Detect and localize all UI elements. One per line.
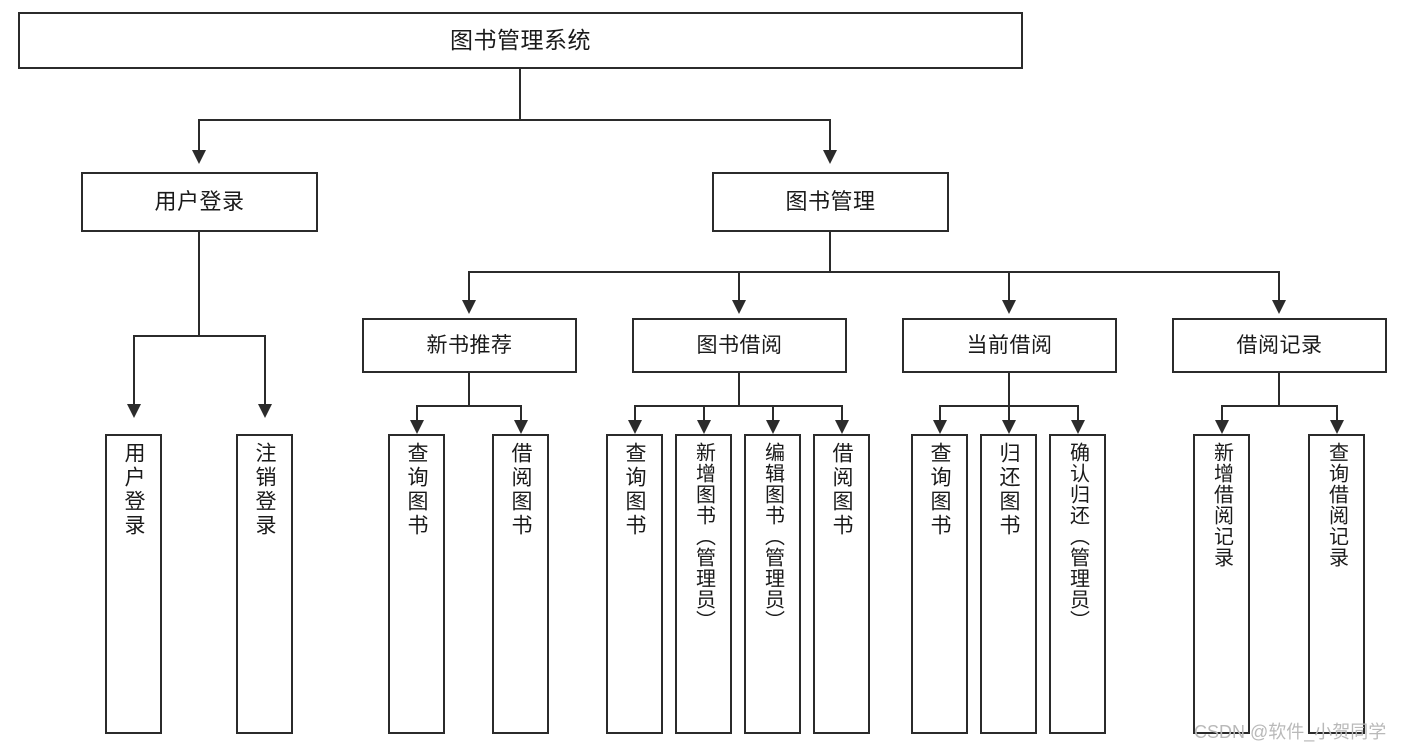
connector-user-login-stem xyxy=(198,232,200,336)
leaf-recommend-query-book[interactable]: 查询图书 xyxy=(388,434,445,734)
connector-recommend-stem xyxy=(468,373,470,406)
leaf-user-login-login[interactable]: 用户登录 xyxy=(105,434,162,734)
connector-borrow-to-leaf-1 xyxy=(634,405,636,427)
arrowhead-book-manage-l3-4 xyxy=(1272,300,1286,314)
connector-record-stem xyxy=(1278,373,1280,406)
node-label: 图书借阅 xyxy=(696,333,783,357)
node-label: 编辑图书（管理员） xyxy=(761,442,784,631)
arrowhead-record-leaf-1 xyxy=(1215,420,1229,434)
arrowhead-current-leaf-1 xyxy=(933,420,947,434)
node-label: 新书推荐 xyxy=(426,333,513,357)
arrowhead-user-login-leaf-2 xyxy=(258,404,272,418)
connector-book-manage-bus xyxy=(468,271,1280,273)
connector-book-manage-to-l3-2 xyxy=(738,271,740,303)
node-label: 借阅记录 xyxy=(1236,333,1323,357)
node-user-login[interactable]: 用户登录 xyxy=(81,172,318,232)
connector-root-to-book-manage xyxy=(829,119,831,153)
arrowhead-current-leaf-3 xyxy=(1071,420,1085,434)
arrowhead-record-leaf-2 xyxy=(1330,420,1344,434)
connector-recommend-bus xyxy=(416,405,522,407)
arrowhead-borrow-leaf-2 xyxy=(697,420,711,434)
leaf-record-query-record[interactable]: 查询借阅记录 xyxy=(1308,434,1365,734)
leaf-current-return-book[interactable]: 归还图书 xyxy=(980,434,1037,734)
connector-book-manage-stem xyxy=(829,232,831,272)
connector-current-stem xyxy=(1008,373,1010,406)
connector-root-to-user-login xyxy=(198,119,200,153)
arrowhead-recommend-leaf-1 xyxy=(410,420,424,434)
node-label: 新增借阅记录 xyxy=(1210,442,1233,568)
arrowhead-borrow-leaf-3 xyxy=(766,420,780,434)
arrowhead-root-to-user-login xyxy=(192,150,206,164)
connector-current-to-leaf-1 xyxy=(939,405,941,427)
leaf-borrow-query-book[interactable]: 查询图书 xyxy=(606,434,663,734)
node-label: 查询图书 xyxy=(623,442,646,538)
connector-root-bus xyxy=(198,119,831,121)
leaf-user-login-logout[interactable]: 注销登录 xyxy=(236,434,293,734)
arrowhead-book-manage-l3-2 xyxy=(732,300,746,314)
node-label: 新增图书（管理员） xyxy=(692,442,715,631)
node-borrow-record[interactable]: 借阅记录 xyxy=(1172,318,1387,373)
connector-borrow-bus xyxy=(634,405,842,407)
arrowhead-current-leaf-2 xyxy=(1002,420,1016,434)
connector-record-to-leaf-1 xyxy=(1221,405,1223,427)
connector-user-login-to-leaf-1 xyxy=(133,335,135,407)
node-label: 当前借阅 xyxy=(966,333,1053,357)
leaf-current-query-book[interactable]: 查询图书 xyxy=(911,434,968,734)
leaf-current-confirm-return-admin[interactable]: 确认归还（管理员） xyxy=(1049,434,1106,734)
node-label: 查询借阅记录 xyxy=(1325,442,1348,568)
connector-current-to-leaf-2 xyxy=(1008,405,1010,427)
node-label: 查询图书 xyxy=(405,442,428,538)
node-label: 借阅图书 xyxy=(830,442,853,538)
node-label: 确认归还（管理员） xyxy=(1066,442,1089,631)
connector-record-to-leaf-2 xyxy=(1336,405,1338,427)
connector-root-stem xyxy=(519,69,521,120)
node-book-borrow[interactable]: 图书借阅 xyxy=(632,318,847,373)
connector-record-bus xyxy=(1221,405,1337,407)
connector-borrow-to-leaf-3 xyxy=(772,405,774,427)
arrowhead-book-manage-l3-3 xyxy=(1002,300,1016,314)
arrowhead-root-to-book-manage xyxy=(823,150,837,164)
connector-recommend-to-leaf-2 xyxy=(520,405,522,427)
node-label: 归还图书 xyxy=(997,442,1020,538)
connector-borrow-to-leaf-4 xyxy=(841,405,843,427)
arrowhead-borrow-leaf-1 xyxy=(628,420,642,434)
arrowhead-book-manage-l3-1 xyxy=(462,300,476,314)
node-label: 注销登录 xyxy=(253,442,276,538)
node-current-borrow[interactable]: 当前借阅 xyxy=(902,318,1117,373)
leaf-recommend-borrow-book[interactable]: 借阅图书 xyxy=(492,434,549,734)
node-book-management[interactable]: 图书管理 xyxy=(712,172,949,232)
connector-borrow-to-leaf-2 xyxy=(703,405,705,427)
node-label: 查询图书 xyxy=(928,442,951,538)
leaf-record-add-record[interactable]: 新增借阅记录 xyxy=(1193,434,1250,734)
csdn-watermark: CSDN @软件_小贺同学 xyxy=(1194,722,1387,742)
connector-user-login-bus xyxy=(133,335,266,337)
connector-borrow-stem xyxy=(738,373,740,406)
node-label: 图书管理 xyxy=(785,188,876,214)
leaf-borrow-edit-book-admin[interactable]: 编辑图书（管理员） xyxy=(744,434,801,734)
leaf-borrow-add-book-admin[interactable]: 新增图书（管理员） xyxy=(675,434,732,734)
node-label: 图书管理系统 xyxy=(450,26,591,53)
connector-current-to-leaf-3 xyxy=(1077,405,1079,427)
node-label: 借阅图书 xyxy=(509,442,532,538)
connector-book-manage-to-l3-1 xyxy=(468,271,470,303)
connector-recommend-to-leaf-1 xyxy=(416,405,418,427)
node-label: 用户登录 xyxy=(154,188,245,214)
node-label: 用户登录 xyxy=(122,442,145,538)
leaf-borrow-borrow-book[interactable]: 借阅图书 xyxy=(813,434,870,734)
arrowhead-borrow-leaf-4 xyxy=(835,420,849,434)
node-root-system[interactable]: 图书管理系统 xyxy=(18,12,1023,69)
connector-user-login-to-leaf-2 xyxy=(264,335,266,407)
arrowhead-user-login-leaf-1 xyxy=(127,404,141,418)
connector-book-manage-to-l3-4 xyxy=(1278,271,1280,303)
connector-book-manage-to-l3-3 xyxy=(1008,271,1010,303)
arrowhead-recommend-leaf-2 xyxy=(514,420,528,434)
node-new-book-recommend[interactable]: 新书推荐 xyxy=(362,318,577,373)
